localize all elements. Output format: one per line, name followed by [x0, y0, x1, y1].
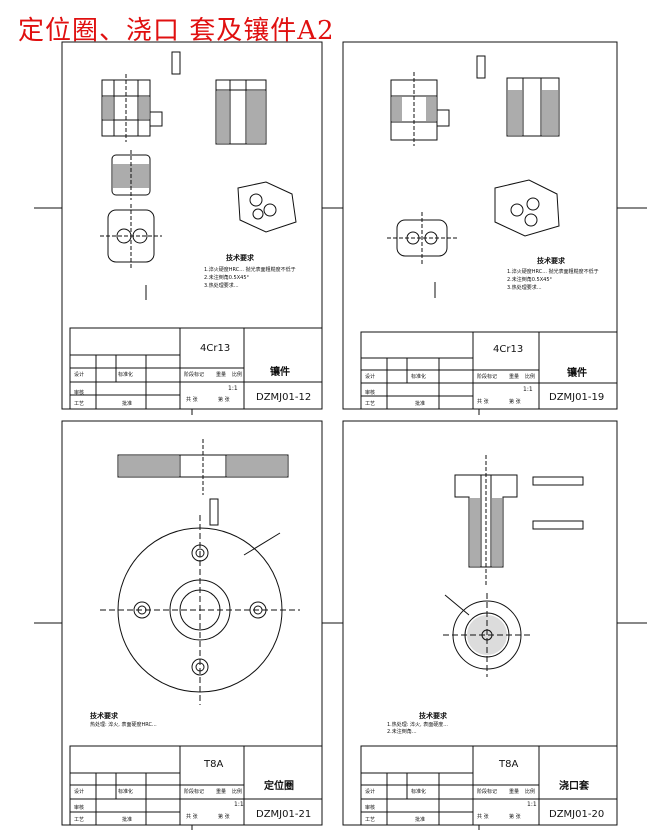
sheet-4-tb-design: 设计	[365, 789, 376, 795]
sheet-3-tb-standard: 标准化	[118, 789, 134, 795]
sheet-1-part-name: 镶件	[270, 367, 290, 378]
sheet-4-tb-ratio: 比例	[525, 789, 536, 795]
drawing-sheet-1: 4Cr13 镶件 DZMJ01-12 1:1 技术要求 1.淬火硬度HRC...…	[0, 0, 327, 415]
page-title: 定位圈、浇口 套及镶件A2	[18, 16, 335, 46]
sheet-2-tb-weight: 重量	[509, 374, 520, 380]
sheet-3-tb-stage: 阶段标记	[184, 789, 205, 795]
sheet-1-tb-ratio: 比例	[232, 372, 243, 378]
sheet-2-tb-stage: 阶段标记	[477, 374, 498, 380]
sheet-1-drawing-no: DZMJ01-12	[256, 392, 312, 403]
sheet-1-scale: 1:1	[228, 385, 238, 392]
sheet-1-tech-note: 3.热处理要求...	[204, 283, 239, 289]
sheet-4-material: T8A	[499, 759, 519, 770]
sheet-4-tb-stage: 阶段标记	[477, 789, 498, 795]
sheet-2-tb-approve: 批准	[415, 401, 426, 407]
sheet-1-tb-standard: 标准化	[118, 372, 134, 378]
sheet-2-scale: 1:1	[523, 386, 533, 393]
sheet-2-tb-review: 审核	[365, 390, 376, 396]
sheet-4-part-name: 浇口套	[559, 781, 589, 792]
sheet-3-material: T8A	[204, 759, 224, 770]
sheet-3-drawing-no: DZMJ01-21	[256, 809, 312, 820]
sheet-2-tb-total: 共 张	[477, 399, 489, 405]
sheet-2-tb-sheet-no: 第 张	[509, 399, 521, 405]
sheet-2-tb-process: 工艺	[365, 401, 376, 407]
drawing-sheet-2: 4Cr13 镶件 DZMJ01-19 1:1 技术要求 1.淬火硬度HRC...…	[327, 0, 654, 415]
sheet-1-tech-note: 2.未注倒角0.5X45°	[204, 275, 250, 281]
sheet-3-tb-review: 审核	[74, 805, 85, 811]
sheet-3-tb-sheet-no: 第 张	[218, 814, 230, 820]
sheet-3-tech-note: 热处理: 淬火, 表面硬度HRC...	[90, 722, 157, 728]
sheet-1-tb-stage: 阶段标记	[184, 372, 205, 378]
sheet-3-tb-approve: 批准	[122, 817, 133, 823]
sheet-1-tb-review: 审核	[74, 390, 85, 396]
sheet-1-tb-sheet-no: 第 张	[218, 397, 230, 403]
sheet-2-tech-title: 技术要求	[537, 257, 565, 265]
sheet-1-material: 4Cr13	[200, 343, 231, 354]
sheet-3-tb-process: 工艺	[74, 817, 85, 823]
sheet-4-tb-sheet-no: 第 张	[509, 814, 521, 820]
sheet-2-tb-ratio: 比例	[525, 374, 536, 380]
sheet-3-drawing	[34, 420, 327, 830]
sheet-3-scale: 1:1	[234, 801, 244, 808]
sheet-1-tb-weight: 重量	[216, 372, 227, 378]
sheet-1-tech-note: 1.淬火硬度HRC... 抛光表面粗糙度不低于	[204, 267, 296, 273]
sheet-1-drawing	[34, 41, 327, 415]
sheet-2-material: 4Cr13	[493, 344, 524, 355]
drawing-sheet-4: T8A 浇口套 DZMJ01-20 1:1 技术要求 1.热处理: 淬火, 表面…	[327, 415, 654, 830]
sheet-1-tb-process: 工艺	[74, 401, 85, 407]
sheet-4-drawing-no: DZMJ01-20	[549, 809, 605, 820]
sheet-2-tech-note: 1.淬火硬度HRC... 抛光表面粗糙度不低于	[507, 269, 599, 275]
sheet-3-tb-total: 共 张	[186, 814, 198, 820]
sheet-3-tech-title: 技术要求	[90, 712, 118, 720]
sheet-2-tb-standard: 标准化	[411, 374, 427, 380]
sheet-4-tb-standard: 标准化	[411, 789, 427, 795]
sheet-2-tb-design: 设计	[365, 374, 376, 380]
sheet-2-tech-note: 2.未注倒角0.5X45°	[507, 277, 553, 283]
sheet-4-tb-weight: 重量	[509, 789, 520, 795]
drawing-sheet-3: T8A 定位圈 DZMJ01-21 1:1 技术要求 热处理: 淬火, 表面硬度…	[0, 415, 327, 830]
sheet-3-tb-weight: 重量	[216, 789, 227, 795]
sheet-1-tb-total: 共 张	[186, 397, 198, 403]
sheet-4-tb-review: 审核	[365, 805, 376, 811]
sheet-3-tb-design: 设计	[74, 789, 85, 795]
sheet-2-part-name: 镶件	[567, 368, 587, 379]
sheet-1-tb-approve: 批准	[122, 401, 133, 407]
sheet-1-tb-design: 设计	[74, 372, 85, 378]
sheet-4-tech-note: 1.热处理: 淬火, 表面硬度...	[387, 722, 448, 728]
sheet-2-drawing	[327, 41, 647, 415]
sheet-4-tb-approve: 批准	[415, 817, 426, 823]
sheet-4-tb-process: 工艺	[365, 817, 376, 823]
sheet-2-drawing-no: DZMJ01-19	[549, 392, 605, 403]
sheet-4-tech-note: 2.未注倒角...	[387, 729, 417, 735]
sheet-4-tech-title: 技术要求	[419, 712, 447, 720]
sheet-4-tb-total: 共 张	[477, 814, 489, 820]
sheet-3-part-name: 定位圈	[264, 781, 294, 792]
sheet-4-scale: 1:1	[527, 801, 537, 808]
sheet-4-drawing	[327, 420, 647, 830]
sheet-3-tb-ratio: 比例	[232, 789, 243, 795]
sheet-2-tech-note: 3.热处理要求...	[507, 285, 542, 291]
sheet-1-tech-title: 技术要求	[226, 254, 254, 262]
